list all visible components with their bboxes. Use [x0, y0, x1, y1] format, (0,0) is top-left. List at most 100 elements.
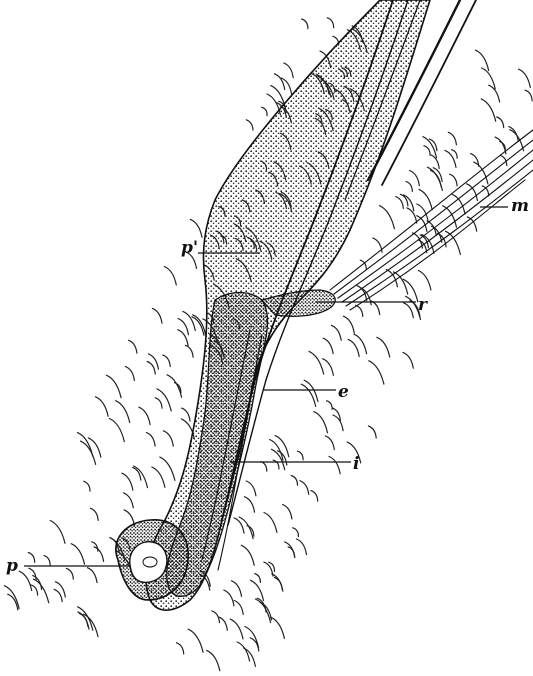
tissue-fibre	[301, 384, 315, 406]
tissue-fibre	[219, 617, 228, 630]
tissue-fibre	[371, 301, 380, 315]
tissue-fibre	[272, 574, 283, 591]
tissue-fibre	[255, 574, 261, 583]
tissue-fibre	[327, 18, 333, 28]
tissue-fibre	[125, 367, 134, 381]
tissue-fibre	[406, 182, 412, 192]
dermal-papilla-p	[130, 542, 167, 583]
tissue-fibre	[84, 614, 99, 636]
tissue-fibre	[325, 436, 334, 450]
tissue-fibre	[232, 581, 242, 597]
tissue-fibre	[264, 513, 277, 533]
tissue-fibre	[489, 85, 500, 102]
tissue-fibre	[445, 150, 456, 167]
tissue-fibre	[427, 221, 436, 235]
tissue-fibre	[250, 580, 263, 600]
tissue-fibre	[163, 431, 173, 446]
tissue-fibre	[281, 78, 291, 94]
tissue-fibre	[246, 120, 253, 130]
tissue-fibre	[155, 398, 162, 408]
tissue-fibre	[164, 267, 176, 286]
tissue-fibre	[90, 508, 98, 520]
tissue-fibre	[407, 208, 417, 223]
tissue-fibre	[96, 397, 109, 417]
tissue-fibre	[177, 643, 184, 654]
tissue-fibre	[54, 589, 62, 601]
tissue-fibre	[133, 468, 141, 481]
tissue-fibre	[430, 155, 439, 169]
tissue-fibre	[356, 305, 363, 316]
label-p-prime: p'	[181, 240, 198, 257]
label-e: e	[338, 384, 349, 401]
tissue-fibre	[146, 433, 155, 447]
tissue-fibre	[190, 219, 202, 237]
tissue-fibre	[380, 206, 395, 229]
tissue-fibre	[427, 167, 442, 190]
tissue-fibre	[241, 545, 254, 565]
tissue-fibre	[309, 351, 324, 374]
tissue-fibre	[28, 553, 34, 563]
tissue-fibre	[178, 319, 188, 335]
tissue-fibre	[124, 493, 134, 508]
tissue-fibre	[244, 648, 256, 666]
tissue-fibre	[66, 568, 73, 579]
tissue-fibre	[445, 231, 460, 254]
tissue-fibre	[482, 68, 496, 89]
tissue-fibre	[354, 334, 367, 354]
tissue-fibre	[33, 576, 42, 590]
tissue-fibre	[314, 412, 328, 433]
tissue-fibre	[50, 521, 65, 544]
tissue-fibre	[509, 127, 519, 142]
tissue-fibre	[29, 568, 36, 579]
tissue-fibre	[410, 171, 420, 186]
tissue-fibre	[525, 90, 532, 101]
tissue-fibre	[293, 528, 299, 537]
tissue-fibre	[475, 50, 488, 70]
tissue-fibre	[311, 491, 318, 502]
tissue-fibre	[262, 107, 268, 116]
tissue-fibre	[234, 601, 243, 615]
tissue-fibre	[183, 311, 195, 330]
tissue-fibre	[139, 407, 150, 424]
tissue-fibre	[261, 462, 267, 472]
tissue-fibre	[448, 132, 456, 145]
tissue-fibre	[178, 330, 188, 346]
tissue-fibre	[510, 130, 524, 151]
tissue-fibre	[368, 426, 376, 438]
tissue-fibre	[467, 217, 476, 231]
connective-tissue-fibres	[4, 18, 532, 671]
tissue-fibre	[33, 579, 48, 603]
tissue-fibre	[152, 467, 165, 487]
tissue-fibre	[271, 617, 285, 638]
tissue-fibre	[452, 194, 465, 214]
label-r: r	[418, 297, 427, 314]
tissue-fibre	[84, 481, 90, 491]
tissue-fibre	[332, 325, 342, 340]
tissue-fibre	[329, 457, 340, 474]
tissue-fibre	[403, 279, 418, 301]
tissue-fibre	[481, 99, 495, 121]
tissue-fibre	[87, 568, 97, 583]
tissue-fibre	[44, 556, 50, 565]
tissue-fibre	[327, 401, 333, 410]
tissue-fibre	[186, 345, 194, 357]
tissue-fibre	[19, 571, 32, 590]
tissue-fibre	[393, 272, 407, 294]
tissue-fibre	[163, 355, 170, 366]
tissue-fibre	[417, 204, 428, 222]
tissue-fibre	[404, 303, 414, 318]
tissue-fibre	[94, 547, 104, 562]
tissue-fibre	[348, 339, 359, 356]
tissue-fibre	[377, 337, 390, 357]
tissue-fibre	[323, 359, 334, 376]
tissue-fibre	[116, 401, 130, 423]
tissue-fibre	[333, 415, 343, 431]
tissue-fibre	[497, 117, 504, 128]
tissue-fibre	[297, 539, 307, 555]
tissue-fibre	[230, 619, 243, 639]
tissue-fibre	[283, 505, 292, 519]
tissue-fibre	[129, 340, 137, 353]
tissue-fibre	[304, 380, 318, 401]
